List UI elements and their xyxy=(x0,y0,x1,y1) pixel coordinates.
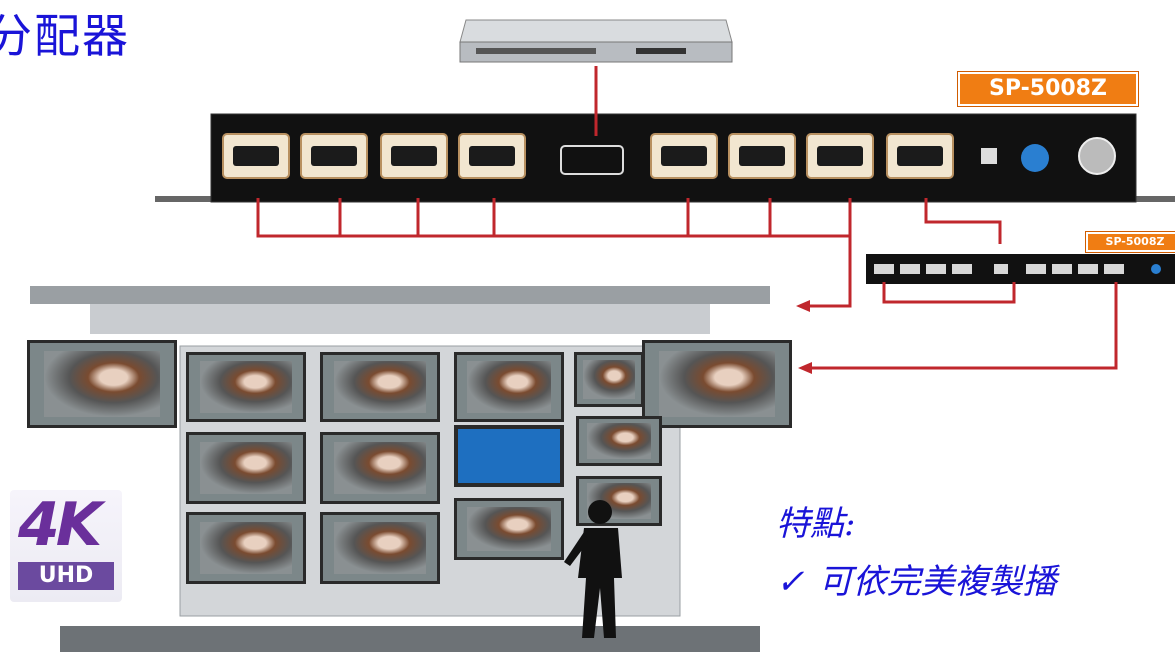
monitor xyxy=(186,512,306,584)
feature-item-text: 可依完美複製播 xyxy=(818,562,1057,602)
monitor xyxy=(576,476,662,526)
source-player-device xyxy=(456,12,736,64)
4k-uhd-logo: 4K UHD xyxy=(10,490,122,602)
uhd-logo-text: UHD xyxy=(18,562,114,590)
monitor xyxy=(186,352,306,422)
monitor xyxy=(27,340,177,428)
monitor xyxy=(320,512,440,584)
features-heading: 特點: xyxy=(776,504,856,544)
monitor xyxy=(320,432,440,504)
monitor xyxy=(186,432,306,504)
monitor xyxy=(574,352,644,407)
monitor xyxy=(642,340,792,428)
monitor xyxy=(454,498,564,560)
blank-monitor xyxy=(454,425,564,487)
model-badge-small: SP-5008Z xyxy=(1086,232,1175,252)
check-icon: ✓ xyxy=(776,562,805,602)
monitor xyxy=(454,352,564,422)
feature-item: ✓ 可依完美複製播 xyxy=(776,554,1057,603)
hdmi-splitter-main xyxy=(155,108,1175,212)
page-title: 分配器 xyxy=(0,9,130,63)
model-badge: SP-5008Z xyxy=(958,72,1138,106)
monitor xyxy=(320,352,440,422)
hdmi-splitter-secondary xyxy=(866,250,1175,286)
4k-logo-text: 4K xyxy=(18,490,102,560)
person-silhouette xyxy=(556,498,640,638)
monitor xyxy=(576,416,662,466)
